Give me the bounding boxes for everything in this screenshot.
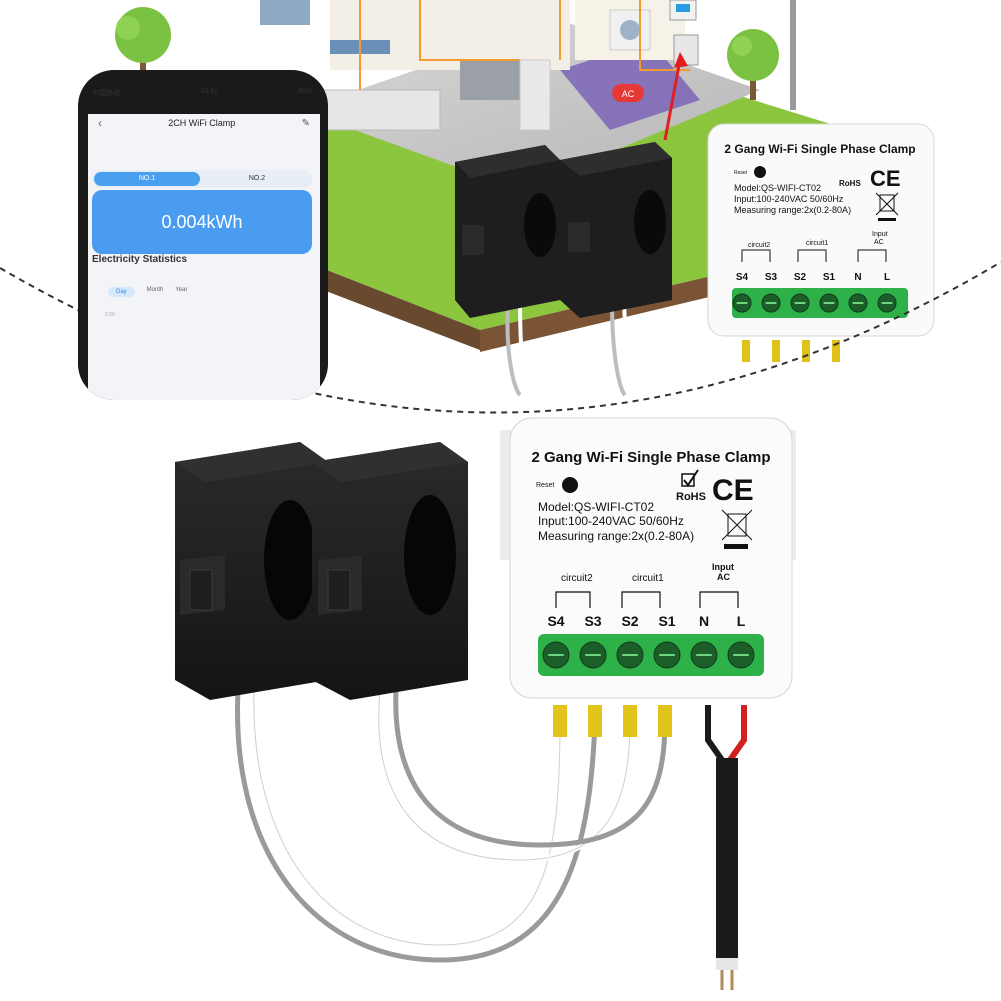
circuit2-label: circuit2 <box>561 573 593 584</box>
time-label: 10:41 <box>200 88 218 95</box>
ac-unit: AC <box>612 84 644 102</box>
period-selector: Day Month Year <box>108 287 187 297</box>
status-bar: 中国移动 10:41 60% <box>92 88 312 98</box>
terminal-label-s4: S4 <box>547 613 564 629</box>
terminal-label-s2: S2 <box>794 272 807 283</box>
input-label: Input:100-240VAC 50/60Hz <box>538 514 684 528</box>
reset-button-icon <box>562 477 578 493</box>
terminal-label-s1: S1 <box>823 272 836 283</box>
terminal-label-n: N <box>699 613 709 629</box>
terminal-label-s4: S4 <box>736 272 749 283</box>
period-month[interactable]: Month <box>146 287 164 293</box>
ce-mark: CE <box>712 474 754 507</box>
clamp-module-small: 2 Gang Wi-Fi Single Phase Clamp Reset Ro… <box>707 123 935 362</box>
ce-mark: CE <box>870 166 901 191</box>
small-clamp-pair <box>455 142 672 397</box>
terminal-label-s3: S3 <box>584 613 601 629</box>
terminal-label-s2: S2 <box>621 613 638 629</box>
tab-no2[interactable]: NO.2 <box>248 175 266 182</box>
channel-tabs: NO.1 NO.2 <box>92 170 312 188</box>
carrier-label: 中国移动 <box>92 90 120 97</box>
pencil-icon[interactable]: ✎ <box>301 117 310 129</box>
tab-no1[interactable]: NO.1 <box>94 172 200 186</box>
module-large-title: 2 Gang Wi-Fi Single Phase Clamp <box>531 449 770 466</box>
period-day[interactable]: Day <box>108 287 135 297</box>
tree-icon <box>115 7 171 80</box>
terminal-label-l: L <box>737 613 746 629</box>
rohs-label: RoHS <box>676 491 706 503</box>
reset-button-icon <box>754 166 766 178</box>
terminal-label-n: N <box>854 272 861 283</box>
current-clamp-small <box>560 142 672 318</box>
energy-readout: 0.004kWh <box>92 190 312 254</box>
circuit1-label: circuit1 <box>806 240 828 247</box>
check-box-icon <box>681 469 699 487</box>
reset-label: Reset <box>536 482 554 489</box>
current-clamp-large <box>175 442 328 700</box>
range-label: Measuring range:2x(0.2-80A) <box>734 205 851 215</box>
module-small-title: 2 Gang Wi-Fi Single Phase Clamp <box>724 142 915 156</box>
statistics-heading: Electricity Statistics <box>92 254 188 265</box>
current-clamp-large <box>312 442 468 700</box>
input-ac-label: Input <box>712 562 734 572</box>
weee-bin-icon <box>721 509 753 549</box>
small-yellow-pins <box>742 340 840 362</box>
input-ac-label-2: AC <box>874 239 884 246</box>
axis-value: 2.00 <box>105 312 115 318</box>
period-year[interactable]: Year <box>175 287 188 293</box>
tree-icon <box>727 29 779 100</box>
range-label: Measuring range:2x(0.2-80A) <box>538 529 694 543</box>
input-ac-label-2: AC <box>717 572 730 582</box>
reset-label: Reset <box>734 170 748 176</box>
input-label: Input:100-240VAC 50/60Hz <box>734 194 844 204</box>
current-clamp-small <box>455 145 560 318</box>
clamp-module-large: 2 Gang Wi-Fi Single Phase Clamp Reset Ro… <box>500 417 796 990</box>
phone-screen <box>88 114 320 400</box>
terminal-label-s3: S3 <box>765 272 778 283</box>
model-label: Model:QS-WIFI-CT02 <box>538 500 654 514</box>
large-clamp-pair <box>175 442 668 963</box>
circuit1-label: circuit1 <box>632 573 664 584</box>
terminal-label-l: L <box>884 272 890 283</box>
chevron-left-icon[interactable]: ‹ <box>98 116 102 130</box>
ac-label: AC <box>622 89 635 99</box>
rohs-label: RoHS <box>839 179 861 188</box>
yellow-ferrules <box>553 705 672 737</box>
battery-label: 60% <box>297 88 312 95</box>
terminal-label-s1: S1 <box>658 613 675 629</box>
app-header: ‹ 2CH WiFi Clamp ✎ <box>98 112 310 134</box>
model-label: Model:QS-WIFI-CT02 <box>734 183 821 193</box>
input-ac-label: Input <box>872 231 888 238</box>
app-title: 2CH WiFi Clamp <box>168 118 236 128</box>
weee-bin-icon <box>875 192 899 221</box>
circuit2-label: circuit2 <box>748 242 770 249</box>
